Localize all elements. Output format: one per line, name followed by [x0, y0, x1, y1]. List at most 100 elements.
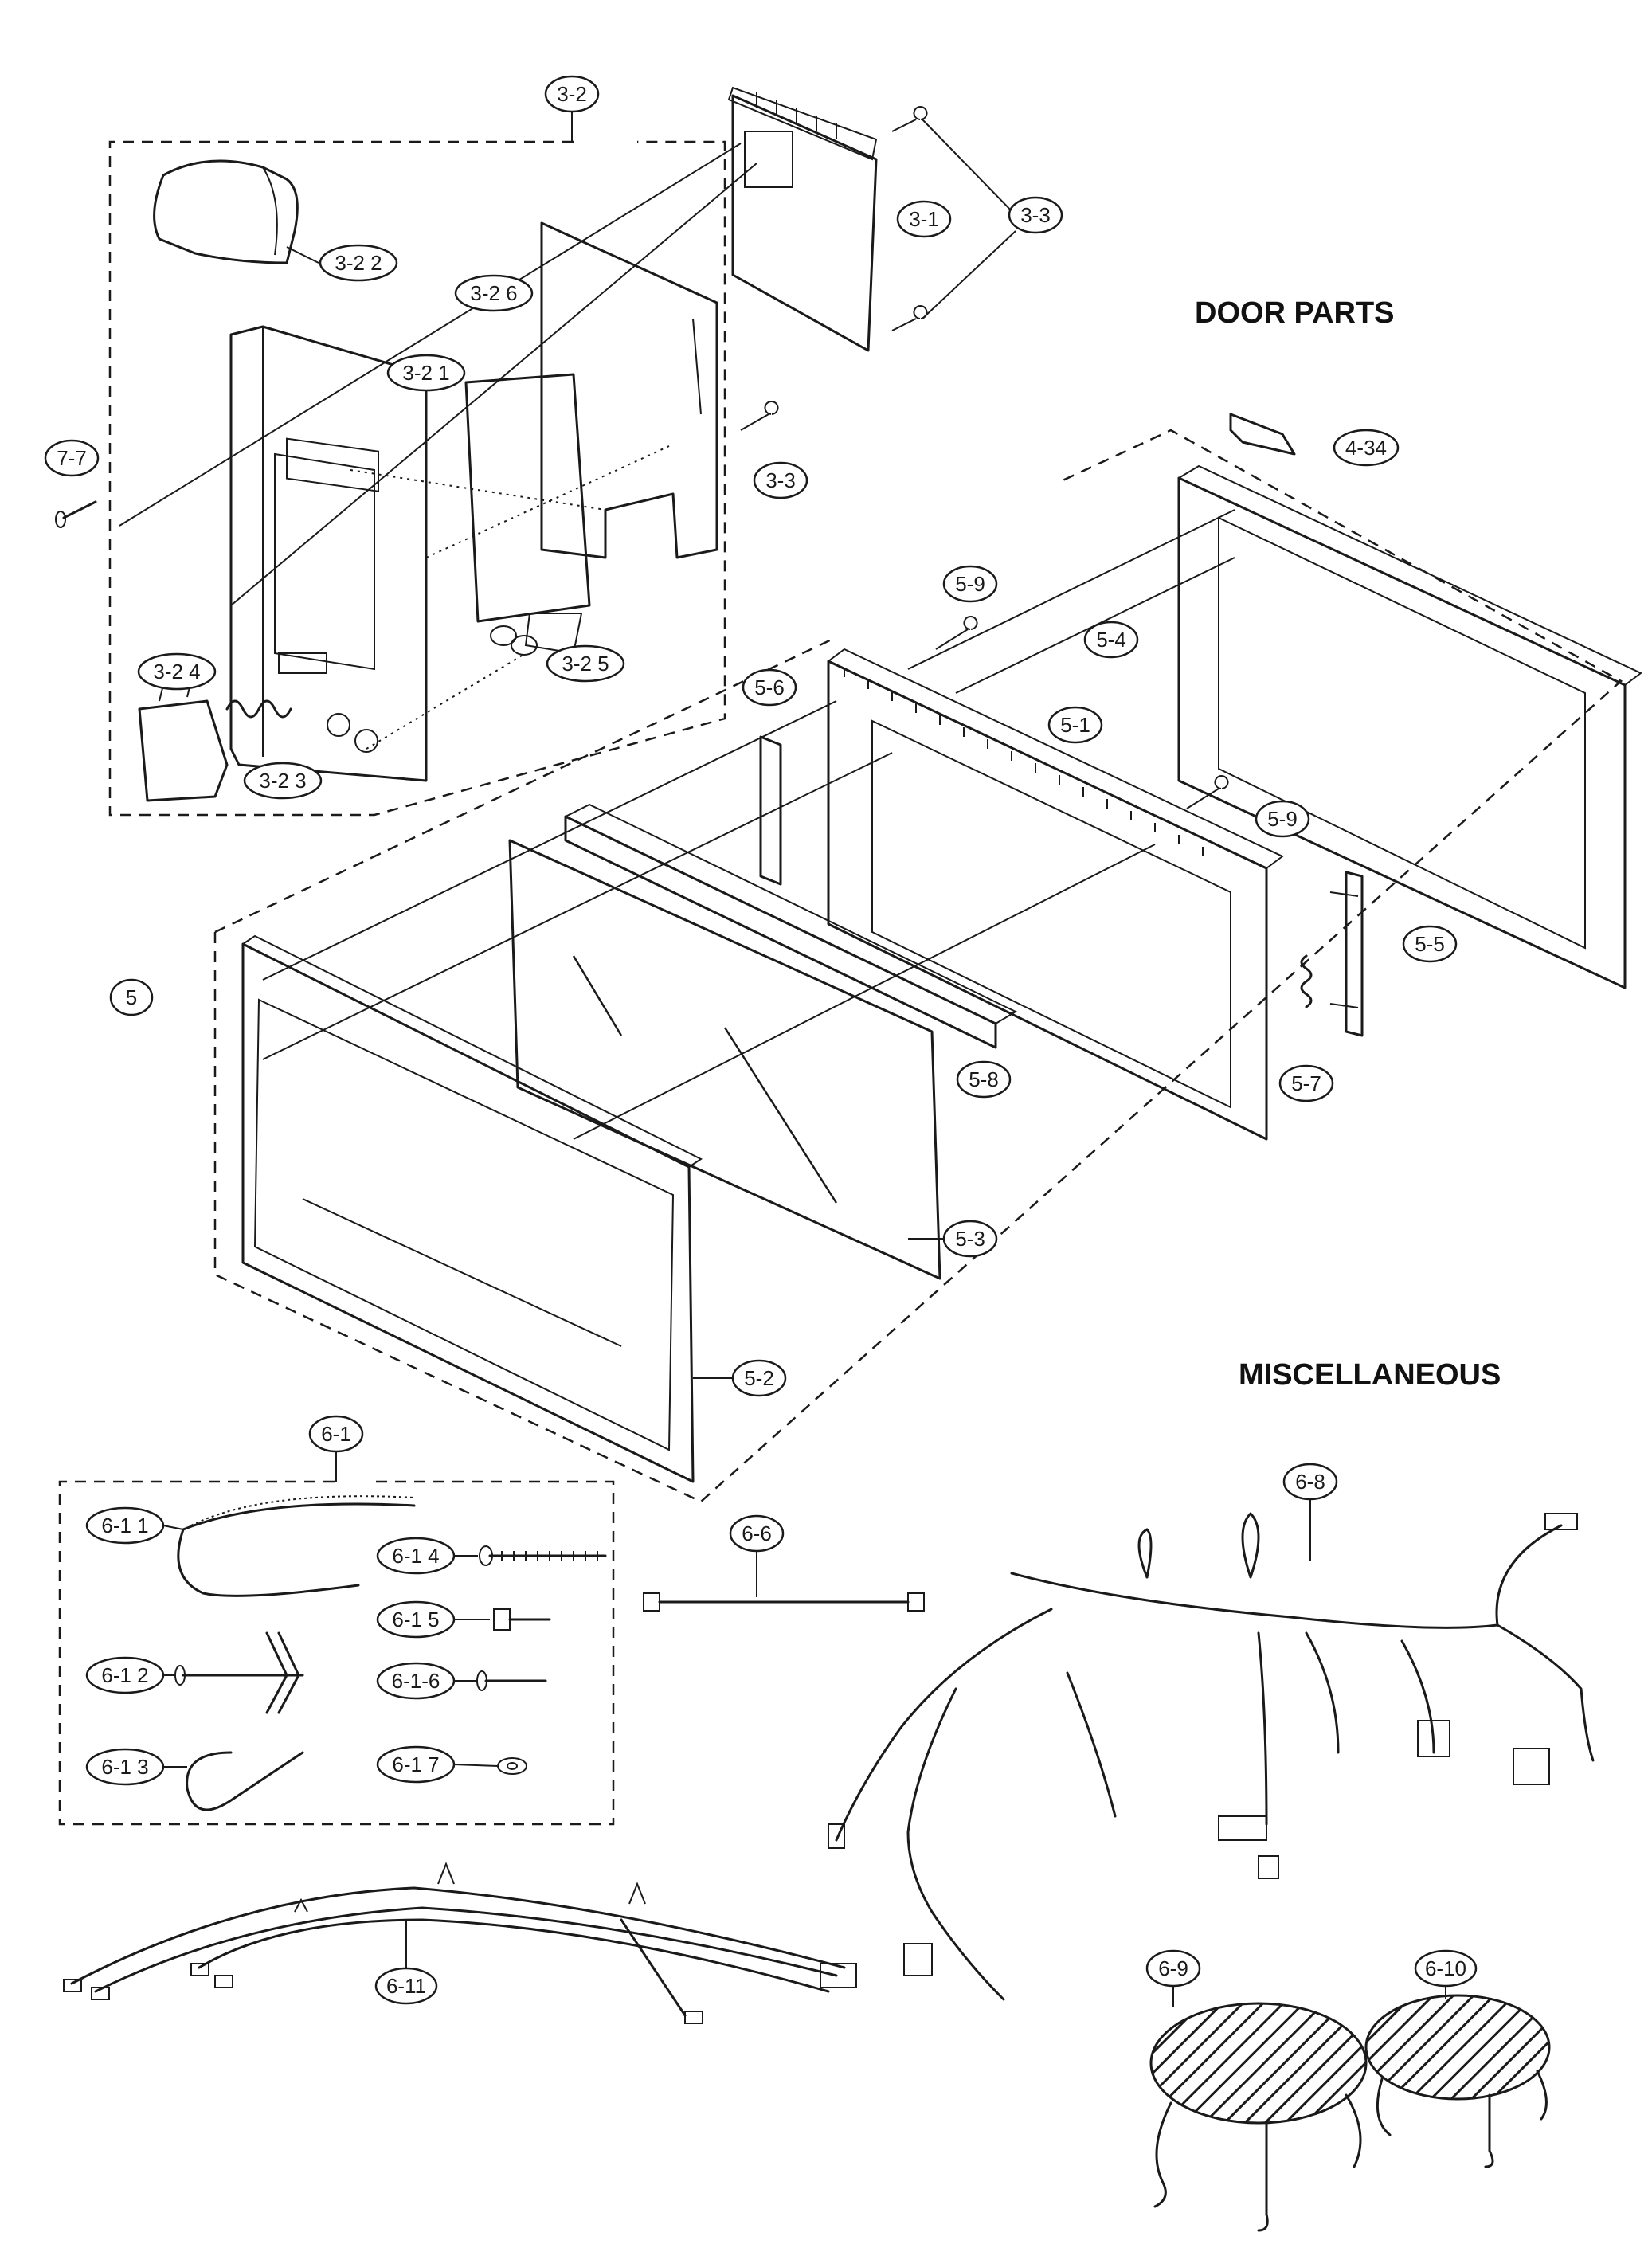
- callout-5-6: 5-6: [742, 668, 797, 707]
- svg-text:7-7: 7-7: [57, 446, 87, 470]
- callout-6-10: 6-10: [1414, 1949, 1478, 1988]
- callout-5-7: 5-7: [1278, 1064, 1334, 1102]
- svg-text:6-1: 6-1: [321, 1422, 351, 1446]
- round-button-part: [490, 625, 517, 646]
- callout-6-1: 6-1: [308, 1415, 364, 1453]
- hinge-part: [759, 735, 782, 886]
- screw-part: [62, 500, 97, 519]
- latch-lever-part: [1345, 871, 1364, 1037]
- callout-6-1-4: 6-1 4: [376, 1537, 456, 1575]
- svg-text:5-3: 5-3: [955, 1227, 985, 1251]
- secondary-wire-harness: [63, 1862, 857, 2024]
- svg-text:3-2 6: 3-2 6: [470, 281, 517, 305]
- callout-6-1-5: 6-1 5: [376, 1600, 456, 1639]
- svg-text:6-1 7: 6-1 7: [392, 1753, 439, 1776]
- callout-3-2-4: 3-2 4: [137, 652, 217, 691]
- washer-part: [497, 1757, 527, 1775]
- door-spring-part: [1300, 954, 1313, 1008]
- callout-6-1-1: 6-1 1: [85, 1506, 165, 1545]
- control-panel-group: [55, 112, 726, 817]
- callout-3-2-1: 3-2 1: [386, 354, 466, 392]
- mounting-screws: [740, 106, 1016, 431]
- button-housing-part: [138, 699, 229, 802]
- callout-6-1-2: 6-1 2: [85, 1656, 165, 1694]
- spring-part: [225, 699, 292, 719]
- svg-text:5-9: 5-9: [955, 572, 985, 596]
- svg-text:5-4: 5-4: [1096, 628, 1126, 652]
- fuse-part: [643, 1549, 925, 1612]
- callout-3-3-top: 3-3: [1008, 196, 1063, 234]
- svg-text:6-9: 6-9: [1158, 1956, 1188, 1980]
- callout-5-3: 5-3: [942, 1220, 998, 1258]
- callout-3-2: 3-2: [544, 75, 600, 113]
- callout-5-9-bottom: 5-9: [1255, 800, 1310, 838]
- svg-text:5-6: 5-6: [754, 676, 785, 699]
- glass-panel-part: [508, 839, 941, 1280]
- door-outer-frame-part: [1177, 476, 1627, 989]
- svg-text:3-2 3: 3-2 3: [259, 769, 306, 793]
- svg-text:6-1-6: 6-1-6: [392, 1669, 440, 1693]
- door-parts-heading: DOOR PARTS: [1195, 296, 1395, 330]
- svg-text:6-1 3: 6-1 3: [101, 1755, 148, 1779]
- svg-text:5-7: 5-7: [1291, 1071, 1321, 1095]
- door-group: [213, 413, 1642, 1503]
- grill-rack-large: [1149, 1986, 1368, 2232]
- svg-text:3-3: 3-3: [1020, 203, 1051, 227]
- callout-5-8: 5-8: [956, 1060, 1012, 1099]
- cable-tie-part: [177, 1502, 416, 1597]
- callout-3-2-2: 3-2 2: [319, 244, 398, 282]
- callout-6-1-7: 6-1 7: [376, 1745, 456, 1784]
- grill-rack-small: [1364, 1986, 1551, 2168]
- svg-text:6-6: 6-6: [742, 1522, 772, 1545]
- callout-3-2-5: 3-2 5: [546, 644, 625, 683]
- callout-5-1: 5-1: [1047, 706, 1103, 744]
- callout-3-2-3: 3-2 3: [243, 762, 323, 800]
- callout-5: 5: [109, 978, 154, 1016]
- svg-text:3-2 1: 3-2 1: [402, 361, 449, 385]
- main-wire-harness: [828, 1498, 1595, 2001]
- svg-text:6-11: 6-11: [386, 1974, 426, 1998]
- svg-text:4-34: 4-34: [1345, 436, 1387, 460]
- callout-3-1: 3-1: [896, 200, 952, 238]
- callout-5-2: 5-2: [731, 1359, 787, 1397]
- control-panel-frame: [229, 325, 428, 782]
- svg-text:6-1 1: 6-1 1: [101, 1514, 148, 1537]
- door-inner-frame-part: [827, 660, 1268, 1141]
- membrane-switch-part: [464, 373, 591, 623]
- svg-text:3-2 2: 3-2 2: [335, 251, 382, 275]
- svg-text:3-2: 3-2: [557, 82, 587, 106]
- nut-screw-part: [493, 1608, 511, 1631]
- callout-7-7: 7-7: [44, 439, 100, 477]
- svg-text:5-9: 5-9: [1267, 807, 1298, 831]
- svg-text:3-2 4: 3-2 4: [153, 660, 200, 683]
- callout-6-1-3: 6-1 3: [85, 1748, 165, 1786]
- callout-5-5: 5-5: [1402, 925, 1458, 963]
- callout-3-2-6: 3-2 6: [454, 274, 534, 312]
- svg-text:3-1: 3-1: [909, 207, 939, 231]
- svg-text:6-1 4: 6-1 4: [392, 1544, 439, 1568]
- callout-6-8: 6-8: [1282, 1463, 1338, 1501]
- door-frame-part: [241, 942, 695, 1483]
- svg-text:5: 5: [126, 985, 137, 1009]
- callout-5-9-top: 5-9: [942, 565, 998, 603]
- backing-plate-part: [540, 221, 718, 559]
- latch-part: [1229, 413, 1296, 456]
- button-key-part: [153, 159, 299, 264]
- callout-6-6: 6-6: [729, 1514, 785, 1553]
- hook-part: [186, 1751, 304, 1811]
- svg-text:6-8: 6-8: [1295, 1470, 1325, 1494]
- svg-text:6-1 5: 6-1 5: [392, 1608, 439, 1631]
- svg-text:5-5: 5-5: [1415, 932, 1445, 956]
- callout-4-34: 4-34: [1333, 429, 1400, 467]
- svg-text:6-10: 6-10: [1425, 1956, 1466, 1980]
- miscellaneous-heading: MISCELLANEOUS: [1239, 1358, 1501, 1392]
- callout-6-1-6: 6-1-6: [376, 1662, 456, 1700]
- svg-text:5-8: 5-8: [969, 1067, 999, 1091]
- callout-6-9: 6-9: [1145, 1949, 1201, 1988]
- svg-text:6-1 2: 6-1 2: [101, 1663, 148, 1687]
- hardware-kit-group: [58, 1451, 615, 1826]
- pcb-part: [727, 86, 878, 352]
- callout-6-11: 6-11: [374, 1967, 438, 2005]
- svg-text:5-1: 5-1: [1060, 713, 1090, 737]
